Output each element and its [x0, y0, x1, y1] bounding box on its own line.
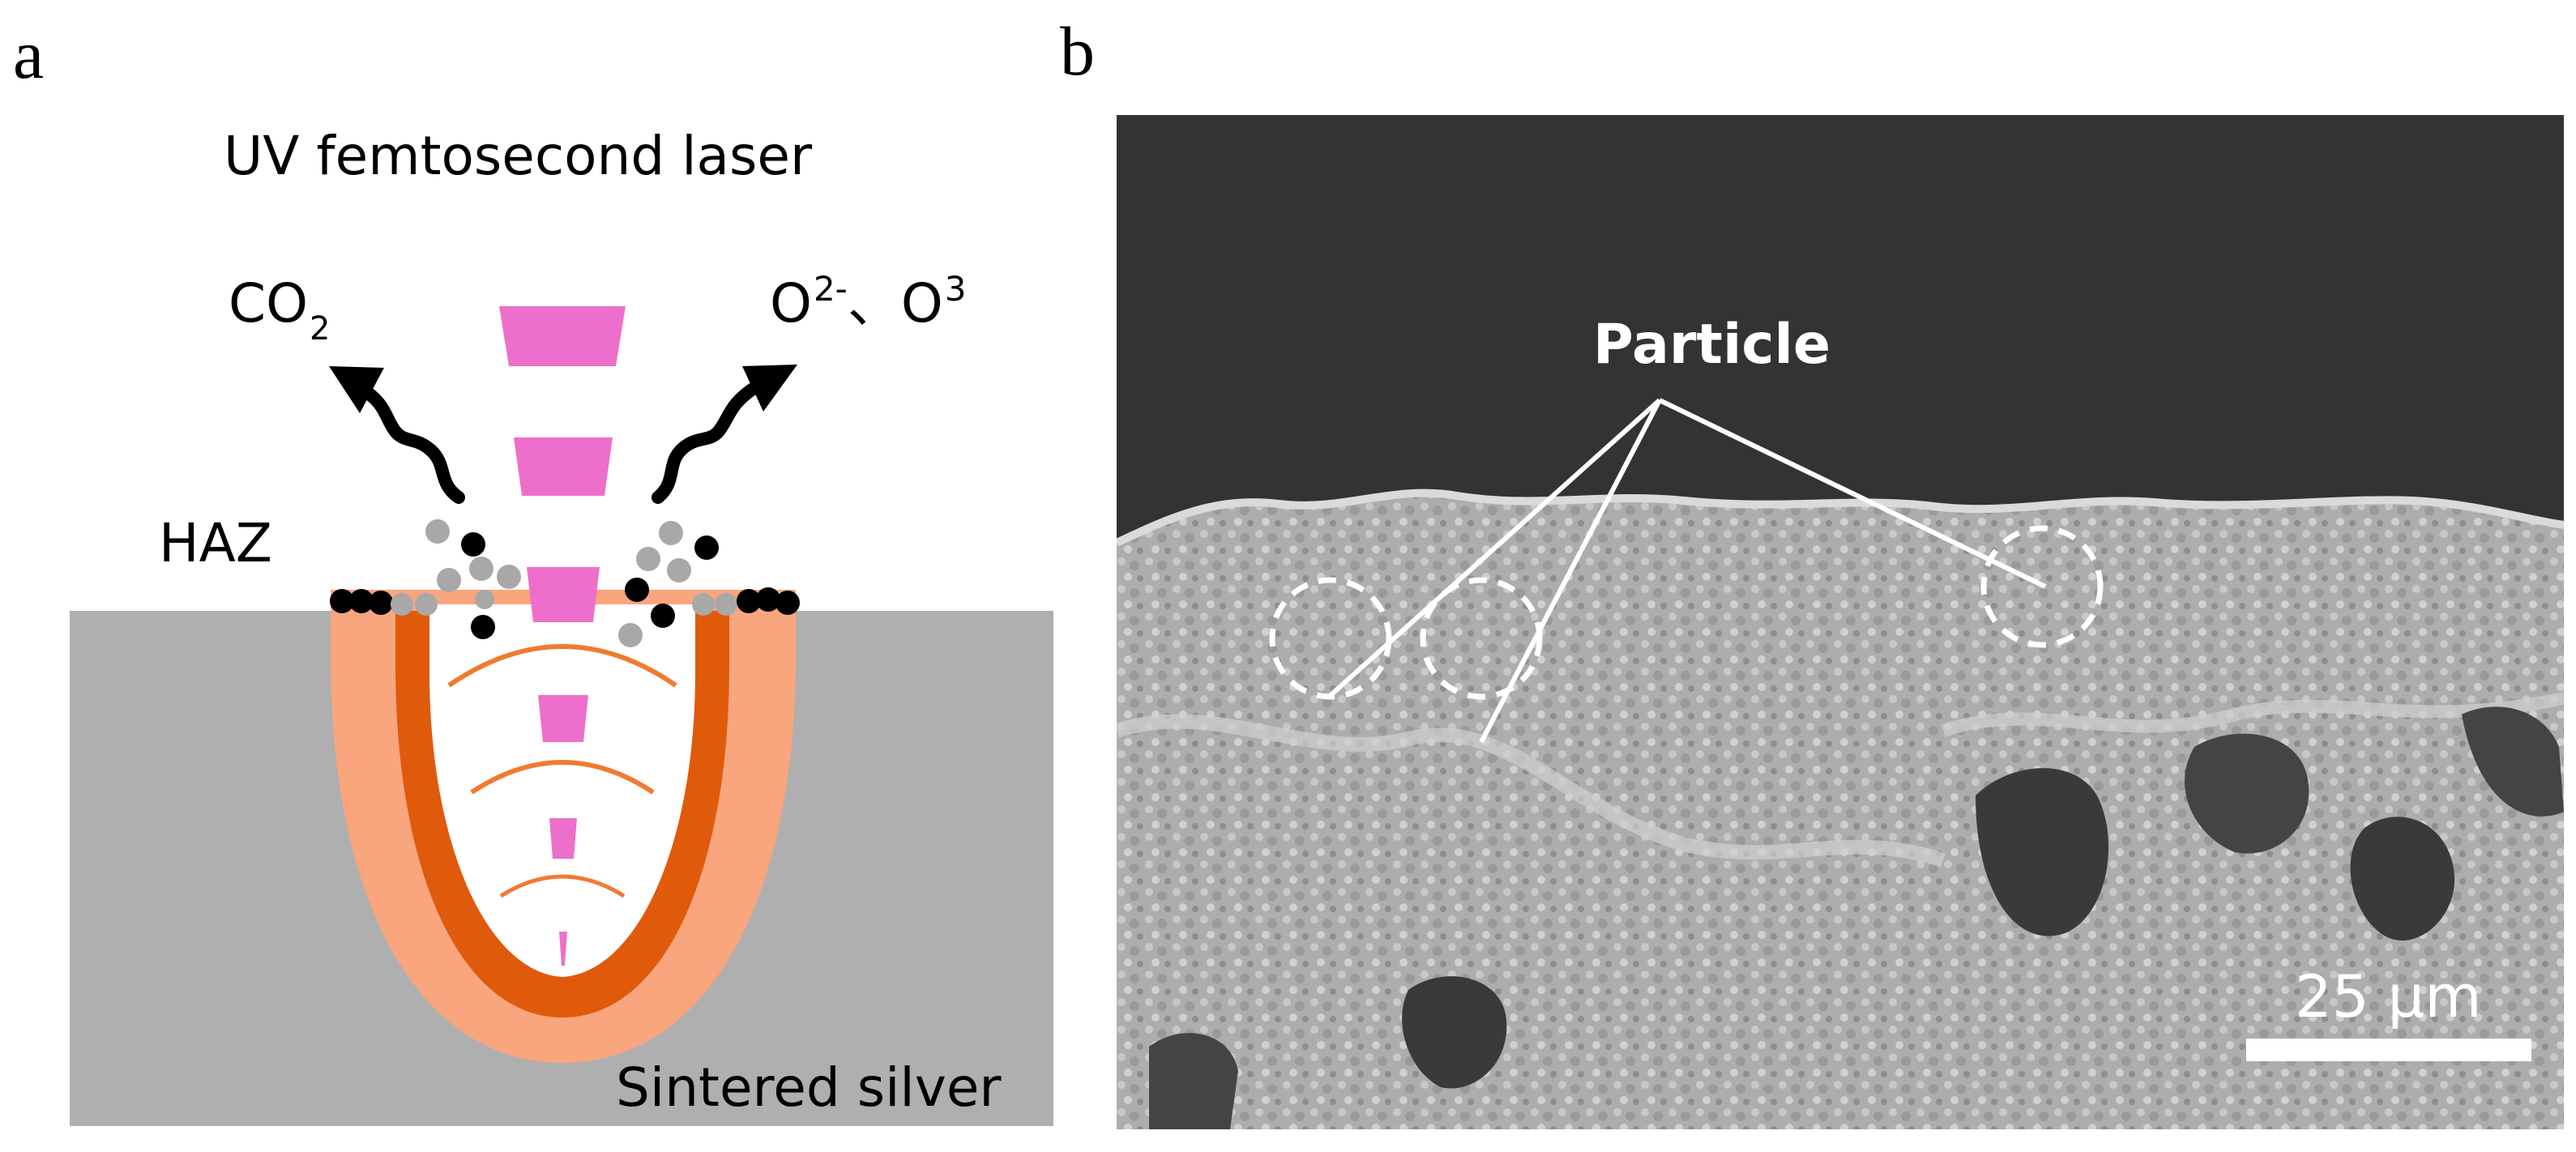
co2-subscript: 2 [310, 310, 331, 348]
laser-pulse-segment [549, 818, 577, 859]
oxygen-ion-ejection-arrow-icon [651, 365, 797, 504]
laser-pulse-segment [499, 306, 626, 366]
sem-micrograph: Particle 25 μm [1117, 115, 2564, 1129]
shock-wave-arc [447, 644, 677, 688]
sample-surface [1117, 493, 2564, 1129]
pore [2350, 817, 2455, 941]
pore [1402, 976, 1507, 1089]
shock-wave-arc [470, 760, 655, 795]
oxygen-ions-label: O2-、O3 [770, 272, 967, 331]
surface-rim [1117, 489, 2564, 547]
scale-bar [2246, 1039, 2531, 1061]
laser-pulse-segment [514, 437, 613, 496]
particle-marker-circle [1980, 525, 2104, 648]
pore [1976, 768, 2109, 937]
ablation-crater [429, 604, 695, 977]
shock-wave-arc [499, 874, 626, 898]
ion2-base: O [900, 272, 943, 335]
haz-label: HAZ [159, 512, 272, 574]
co2-label: CO2 [229, 277, 331, 346]
pore [1149, 1033, 1238, 1129]
pore [2185, 733, 2309, 854]
surface-particles-left [330, 589, 438, 616]
ridge-texture [1117, 714, 1946, 868]
pore [2462, 706, 2564, 817]
laser-pulse-segment [527, 567, 600, 622]
sem-image-drawing [1117, 398, 2564, 1129]
laser-pulse-segment [559, 932, 567, 966]
panel-label-a: a [13, 15, 45, 93]
ion1-base: O [770, 272, 812, 335]
scale-bar-label: 25 μm [2295, 962, 2482, 1030]
laser-ablation-schematic [70, 306, 1053, 1126]
ridge-texture [1941, 692, 2564, 737]
particle-marker-circle [1420, 577, 1543, 700]
co2-ejection-arrow-icon [329, 366, 465, 504]
ion-separator: 、 [847, 272, 901, 335]
laser-title: UV femtosecond laser [224, 125, 813, 187]
co2-main: CO [229, 272, 309, 335]
substrate-label: Sintered silver [616, 1056, 1002, 1119]
laser-pulse-segment [538, 695, 588, 742]
particle-pointer-lines [1326, 398, 2047, 744]
panel-label-b: b [1060, 12, 1095, 90]
ejected-particles-left [425, 519, 521, 639]
ejected-particles-right [618, 521, 719, 647]
ion2-superscript: 3 [944, 269, 967, 309]
ion1-superscript: 2- [813, 269, 848, 309]
particle-label: Particle [1593, 313, 1831, 377]
particle-marker-circle [1269, 577, 1392, 700]
surface-particles-right [692, 587, 800, 616]
